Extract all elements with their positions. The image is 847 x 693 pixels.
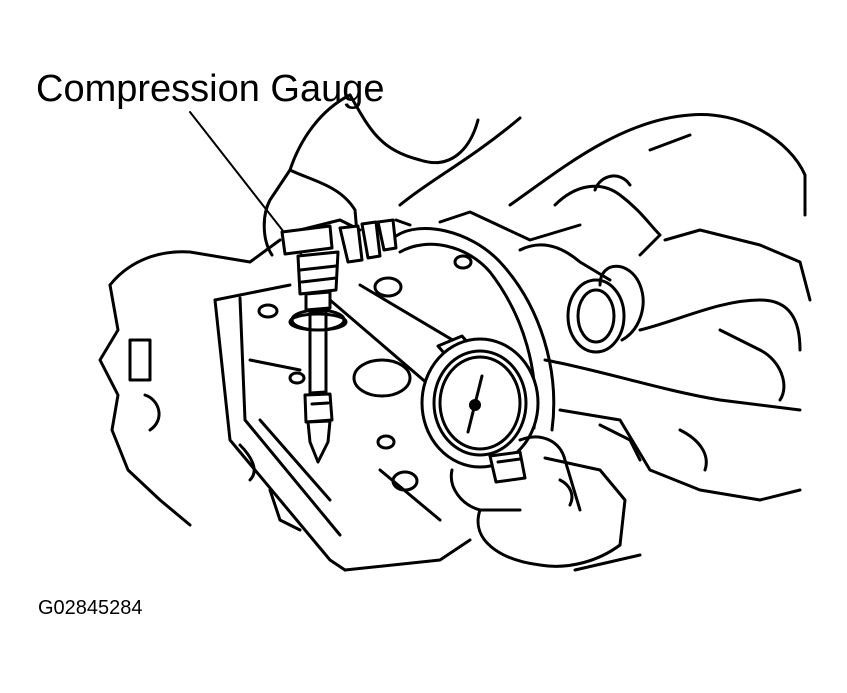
- callout-label: Compression Gauge: [36, 68, 385, 110]
- figure-id: G02845284: [38, 597, 143, 619]
- gauge-adapter: [280, 224, 348, 464]
- hand-upper: [262, 93, 480, 264]
- compression-gauge-dial: [420, 334, 540, 484]
- cylinder-head: [98, 238, 522, 572]
- hand-lower: [449, 435, 642, 572]
- engine-accessories: [398, 112, 812, 502]
